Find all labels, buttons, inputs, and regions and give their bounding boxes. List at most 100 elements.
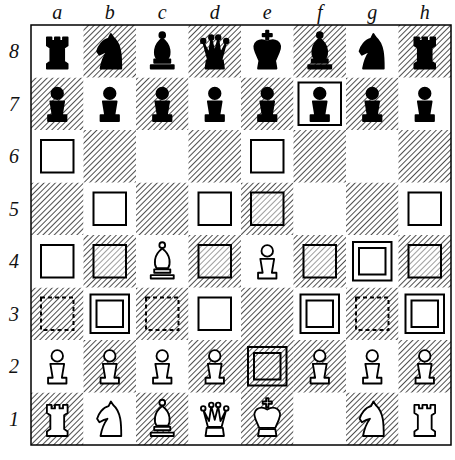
file-label: a (52, 2, 62, 22)
double-marker (254, 353, 281, 380)
black-piece (311, 88, 329, 121)
rank-label: 8 (9, 41, 19, 61)
black-piece (47, 37, 68, 68)
white-piece (97, 402, 121, 437)
file-label: g (367, 2, 377, 22)
light-square (294, 393, 347, 446)
black-piece (206, 88, 224, 121)
square-highlight (409, 245, 442, 278)
dark-square (31, 183, 84, 236)
double-marker (97, 301, 124, 328)
file-label: d (210, 2, 220, 22)
dashed-marker (146, 298, 179, 331)
light-square (136, 25, 189, 78)
light-square (346, 25, 399, 78)
black-piece (363, 88, 381, 121)
light-square (346, 235, 399, 288)
double-marker (412, 301, 439, 328)
dark-square (241, 78, 294, 131)
white-piece (258, 245, 276, 278)
rank-label: 2 (9, 356, 19, 376)
dark-square (31, 393, 84, 446)
file-label: h (420, 2, 430, 22)
white-piece (206, 350, 224, 383)
light-square (136, 340, 189, 393)
board-border (31, 25, 451, 445)
dark-square (136, 393, 189, 446)
square-highlight (199, 245, 232, 278)
dark-square (241, 183, 294, 236)
light-square (31, 235, 84, 288)
black-piece (416, 88, 434, 121)
square-highlight (304, 245, 337, 278)
light-square (399, 393, 452, 446)
black-piece (201, 35, 229, 68)
light-square (31, 130, 84, 183)
square-marker (199, 193, 232, 226)
dashed-marker (41, 298, 74, 331)
dark-square (399, 25, 452, 78)
white-piece (48, 350, 66, 383)
white-piece (363, 350, 381, 383)
black-piece (308, 32, 331, 68)
light-square (399, 183, 452, 236)
black-piece (97, 34, 121, 69)
light-square (189, 78, 242, 131)
light-square (399, 78, 452, 131)
dark-square (346, 78, 399, 131)
double-marker (301, 295, 340, 334)
square-marker (251, 193, 284, 226)
black-piece (258, 88, 276, 121)
dark-square (84, 340, 137, 393)
double-marker (353, 242, 392, 281)
white-piece (255, 398, 280, 436)
light-square (294, 78, 347, 131)
dashed-marker (356, 298, 389, 331)
dark-square (189, 340, 242, 393)
dark-square (241, 340, 294, 393)
white-piece (153, 350, 171, 383)
dark-square (346, 393, 399, 446)
light-square (189, 393, 242, 446)
light-square (241, 235, 294, 288)
double-marker (248, 347, 287, 386)
white-piece (311, 350, 329, 383)
square-marker (41, 140, 74, 173)
white-piece (151, 400, 174, 436)
light-square (136, 130, 189, 183)
white-piece (416, 350, 434, 383)
light-square (346, 130, 399, 183)
dark-square (136, 183, 189, 236)
square-marker (409, 245, 442, 278)
light-square (84, 393, 137, 446)
piece-marker (299, 83, 342, 126)
dark-square (241, 288, 294, 341)
square-marker (409, 193, 442, 226)
rank-label: 5 (9, 199, 19, 219)
square-marker (41, 245, 74, 278)
black-piece (151, 32, 174, 68)
dark-square (241, 393, 294, 446)
light-square (399, 288, 452, 341)
rank-label: 7 (9, 94, 19, 114)
dark-square (294, 235, 347, 288)
double-marker (307, 301, 334, 328)
file-label: c (158, 2, 167, 22)
white-piece (151, 242, 174, 278)
file-label: f (317, 2, 323, 22)
light-square (294, 183, 347, 236)
dark-square (31, 288, 84, 341)
light-square (189, 288, 242, 341)
square-marker (94, 193, 127, 226)
dark-square (189, 25, 242, 78)
light-square (189, 183, 242, 236)
double-marker (91, 295, 130, 334)
black-piece (414, 37, 435, 68)
dark-square (399, 130, 452, 183)
dark-square (346, 288, 399, 341)
rank-label: 1 (9, 409, 19, 429)
light-square (31, 25, 84, 78)
white-piece (414, 405, 435, 436)
square-marker (199, 298, 232, 331)
